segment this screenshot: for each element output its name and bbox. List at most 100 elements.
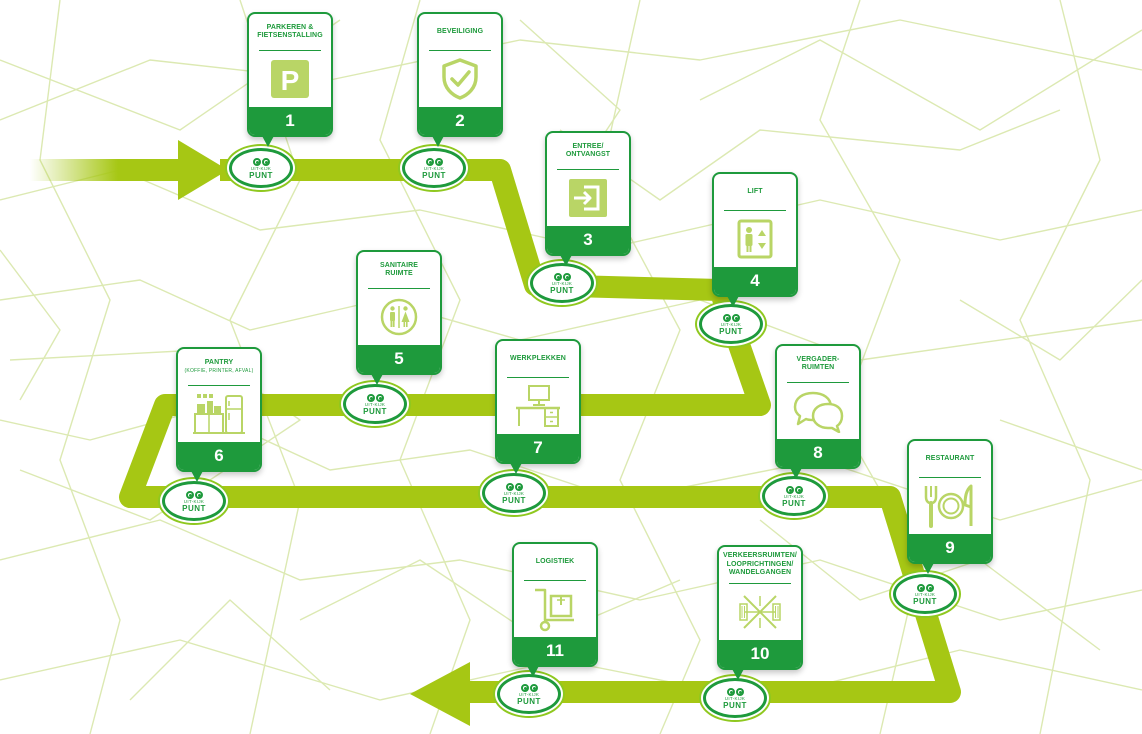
divider (524, 580, 586, 581)
badge-line2: PUNT (182, 503, 206, 513)
eyes-icon (916, 583, 934, 592)
stop-title-line: BEVEILIGING (436, 27, 484, 35)
stop-title-line: PARKEREN & (266, 23, 314, 31)
entry-arrow-tail (30, 159, 190, 181)
stop-number: 5 (358, 345, 440, 373)
stop-number: 1 (249, 107, 331, 135)
eyes-icon (520, 683, 538, 692)
badge-line1: UIT-KIJK (183, 498, 205, 504)
eyes-icon (425, 157, 443, 166)
stop-title: VERGADER-RUIMTEN (777, 346, 859, 382)
stop-number: 2 (419, 107, 501, 135)
stop-number: 6 (178, 442, 260, 470)
badge-line2: PUNT (502, 495, 526, 505)
stop-card-4: LIFT 4 (712, 172, 798, 307)
badge-line2: PUNT (723, 700, 747, 710)
divider (188, 385, 250, 386)
card-pointer (921, 561, 935, 574)
badge-line1: UIT-KIJK (364, 401, 386, 407)
exit-arrow-head (410, 662, 470, 726)
restroom-icon (358, 289, 440, 345)
card-pointer (789, 466, 803, 479)
stop-title: BEVEILIGING (419, 14, 501, 50)
stop-number: 3 (547, 226, 629, 254)
divider (429, 50, 491, 51)
card-pointer (526, 664, 540, 677)
card-pointer (726, 294, 740, 307)
stop-title-line: ONTVANGST (565, 151, 611, 158)
divider (259, 50, 321, 51)
cutlery-plate-icon (909, 478, 991, 534)
stop-title: LIFT (714, 174, 796, 210)
stop-title: VERKEERSRUIMTEN/LOOPRICHTINGEN/WANDELGAN… (719, 547, 801, 583)
corridor-icon (719, 584, 801, 640)
badge-line1: UIT-KIJK (720, 321, 742, 327)
entry-arrow-head (178, 140, 228, 200)
divider (729, 583, 791, 584)
stop-title-line: WERKPLEKKEN (510, 354, 566, 362)
stop-title-line: VERKEERSRUIMTEN/ (723, 552, 797, 560)
stop-title-line: LOOPRICHTINGEN/ (726, 560, 794, 568)
badge-line2: PUNT (249, 170, 273, 180)
stop-card-7: WERKPLEKKEN 7 (495, 339, 581, 474)
hand-truck-icon (514, 581, 596, 637)
stop-title: PANTRY(KOFFIE, PRINTER, AFVAL) (178, 349, 260, 385)
stop-card-8: VERGADER-RUIMTEN 8 (775, 344, 861, 479)
card-pointer (559, 253, 573, 266)
elevator-icon (714, 211, 796, 267)
eyes-icon (726, 687, 744, 696)
stop-title: LOGISTIEK (514, 544, 596, 580)
stop-number: 4 (714, 267, 796, 295)
parking-icon: P (249, 51, 331, 107)
stop-title: PARKEREN &FIETSENSTALLING (249, 14, 331, 50)
divider (557, 169, 619, 170)
badge-line2: PUNT (422, 170, 446, 180)
badge-line1: UIT-KIJK (914, 591, 936, 597)
stop-title-line: RESTAURANT (925, 454, 975, 462)
stop-number: 8 (777, 439, 859, 467)
stop-card-2: BEVEILIGING 2 (417, 12, 503, 147)
badge-line1: UIT-KIJK (783, 493, 805, 499)
badge-line2: PUNT (550, 285, 574, 295)
speech-bubbles-icon (777, 383, 859, 439)
eyes-icon (366, 393, 384, 402)
card-pointer (190, 469, 204, 482)
stop-title-line: RUIMTEN (801, 364, 835, 371)
eyes-icon (553, 272, 571, 281)
stop-title-line: WANDELGANGEN (728, 569, 792, 577)
card-pointer (261, 134, 275, 147)
stop-title-line: SANITAIRE (379, 261, 419, 269)
badge-line1: UIT-KIJK (423, 165, 445, 171)
stop-title-line: LOGISTIEK (535, 557, 575, 565)
badge-line2: PUNT (913, 596, 937, 606)
stop-card-1: PARKEREN &FIETSENSTALLING P 1 (247, 12, 333, 147)
svg-text:P: P (281, 65, 300, 96)
card-pointer (731, 667, 745, 680)
eyes-icon (252, 157, 270, 166)
badge-line1: UIT-KIJK (518, 691, 540, 697)
stop-title: WERKPLEKKEN (497, 341, 579, 377)
stop-card-6: PANTRY(KOFFIE, PRINTER, AFVAL) 6 (176, 347, 262, 482)
divider (507, 377, 569, 378)
stop-number: 7 (497, 434, 579, 462)
badge-line2: PUNT (363, 406, 387, 416)
badge-line1: UIT-KIJK (551, 280, 573, 286)
stop-number: 9 (909, 534, 991, 562)
divider (919, 477, 981, 478)
stop-title-line: PANTRY (204, 359, 234, 367)
pantry-icon (178, 386, 260, 442)
stop-title-line: VERGADER- (796, 355, 840, 363)
badge-line1: UIT-KIJK (503, 490, 525, 496)
